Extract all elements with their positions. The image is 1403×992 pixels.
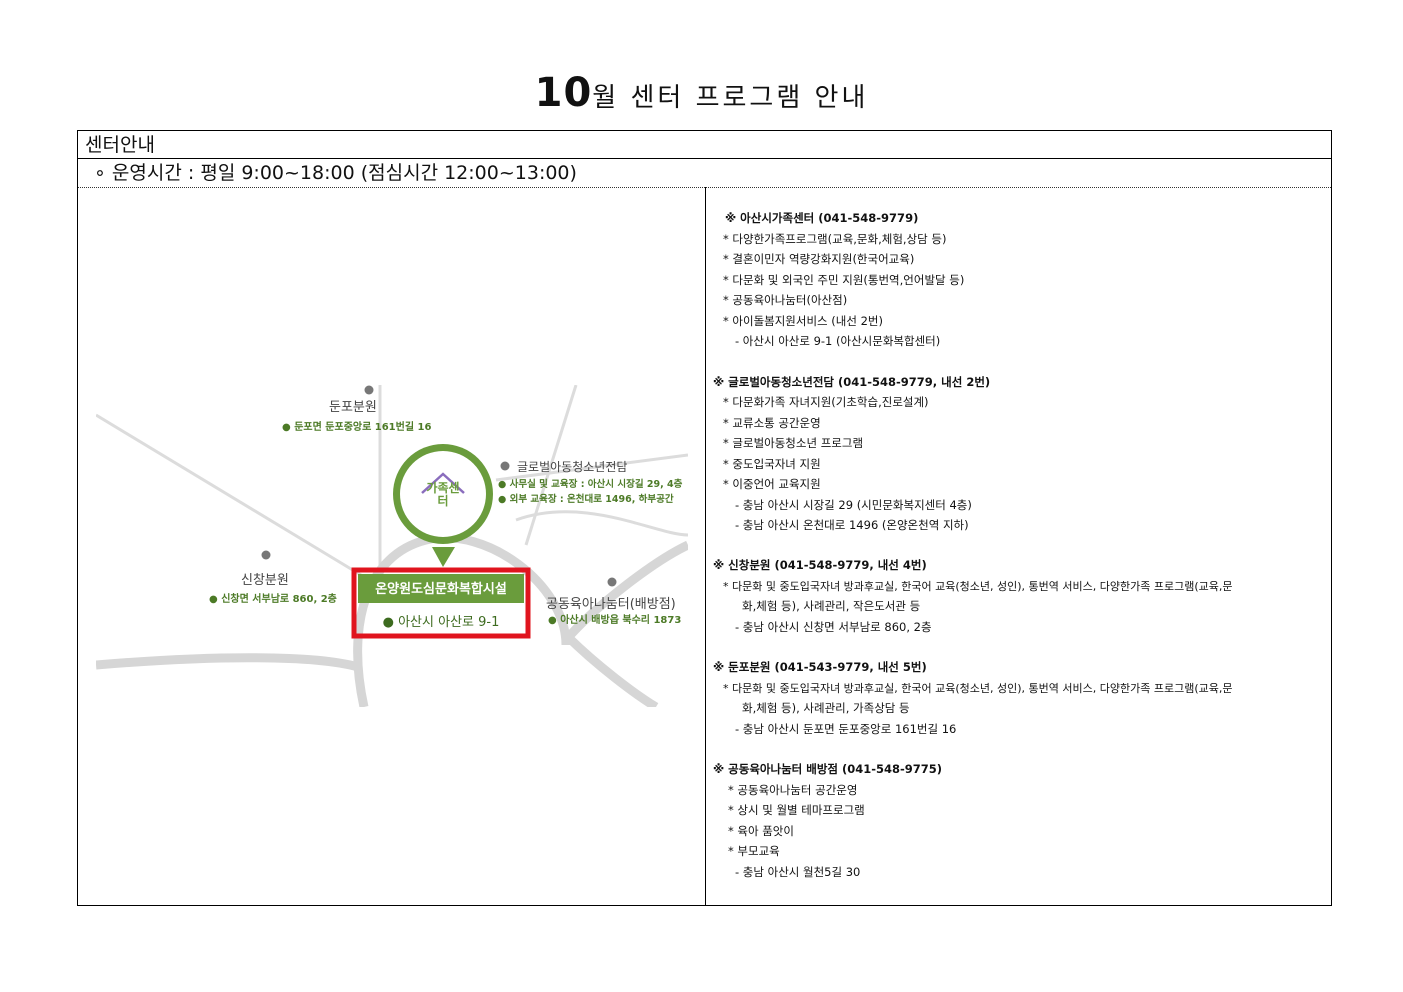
info-item: * 부모교육	[728, 844, 780, 858]
sinchang-name: 신창분원	[241, 573, 289, 588]
info-item: * 육아 품앗이	[728, 824, 794, 838]
page-title: 10월 센터 프로그램 안내	[0, 70, 1403, 116]
global-address-1: ● 사무실 및 교육장 : 아산시 시장길 29, 4층	[498, 479, 683, 490]
info-address: - 충남 아산시 둔포면 둔포중앙로 161번길 16	[735, 722, 957, 736]
info-item: * 결혼이민자 역량강화지원(한국어교육)	[723, 252, 915, 266]
main-location-name: 온양원도심문화복합시설	[375, 582, 507, 597]
info-item: * 다문화 및 외국인 주민 지원(통번역,언어발달 등)	[723, 273, 965, 287]
main-location-banner	[358, 574, 524, 603]
info-item: * 이중언어 교육지원	[723, 477, 821, 491]
info-address: - 충남 아산시 시장길 29 (시민문화복지센터 4층)	[735, 498, 972, 512]
operating-hours: ∘ 운영시간 : 평일 9:00~18:00 (점심시간 12:00~13:00…	[94, 162, 577, 184]
global-dot	[500, 461, 510, 471]
pin-tail	[432, 547, 455, 567]
info-address: - 아산시 아산로 9-1 (아산시문화복합센터)	[735, 334, 941, 348]
info-heading: ※ 신창분원 (041-548-9779, 내선 4번)	[713, 558, 927, 572]
pin-inner	[400, 451, 486, 537]
info-address: - 충남 아산시 월천5길 30	[735, 865, 861, 879]
info-item: * 아이돌봄지원서비스 (내선 2번)	[723, 314, 883, 328]
main-location-address: ● 아산시 아산로 9-1	[382, 615, 500, 630]
dunpo-address: ● 둔포면 둔포중앙로 161번길 16	[282, 422, 432, 433]
info-item: * 다문화 및 중도입국자녀 방과후교실, 한국어 교육(청소년, 성인), 통…	[723, 682, 1233, 695]
baebang-address: ● 아산시 배방읍 북수리 1873	[548, 615, 682, 626]
center-badge: 가족센터	[426, 481, 460, 508]
global-address-2: ● 외부 교육장 : 온천대로 1496, 하부공간	[498, 494, 674, 505]
minor-roads	[96, 385, 688, 577]
info-item: * 다문화가족 자녀지원(기초학습,진로설계)	[723, 395, 929, 409]
info-address: - 충남 아산시 신창면 서부남로 860, 2층	[735, 620, 932, 634]
info-item-cont: 화,체험 등), 사례관리, 가족상담 등	[742, 701, 910, 715]
title-text: 월 센터 프로그램 안내	[592, 83, 869, 113]
info-heading: ※ 공동육아나눔터 배방점 (041-548-9775)	[713, 762, 943, 776]
house-roof-icon	[421, 472, 465, 494]
info-heading: ※ 둔포분원 (041-543-9779, 내선 5번)	[713, 660, 927, 674]
column-divider	[705, 187, 706, 905]
info-item: * 다양한가족프로그램(교육,문화,체험,상담 등)	[723, 232, 947, 246]
baebang-dot	[607, 577, 617, 587]
dunpo-name: 둔포분원	[329, 400, 377, 415]
info-heading: ※ 글로벌아동청소년전담 (041-548-9779, 내선 2번)	[713, 375, 991, 389]
section-heading: 센터안내	[78, 131, 1331, 159]
dunpo-dot	[364, 385, 374, 395]
baebang-name: 공동육아나눔터(배방점)	[546, 597, 676, 612]
divider	[78, 187, 1331, 188]
info-address: - 충남 아산시 온천대로 1496 (온양온천역 지하)	[735, 518, 969, 532]
info-item: * 글로벌아동청소년 프로그램	[723, 436, 864, 450]
info-table: 센터안내 ∘ 운영시간 : 평일 9:00~18:00 (점심시간 12:00~…	[77, 130, 1332, 906]
info-item: * 공동육아나눔터 공간운영	[728, 783, 858, 797]
info-heading: ※ 아산시가족센터 (041-548-9779)	[725, 211, 919, 225]
global-name: 글로벌아동청소년전담	[517, 460, 628, 474]
info-item: * 교류소통 공간운영	[723, 416, 821, 430]
location-map: 가족센터 온양원도심문화복합시설 ● 아산시 아산로 9-1 둔포분원 ● 둔포…	[96, 385, 688, 707]
map-graphic	[96, 385, 688, 707]
info-item: * 중도입국자녀 지원	[723, 457, 821, 471]
title-month: 10	[534, 70, 593, 116]
main-location-highlight	[351, 567, 531, 639]
sinchang-dot	[261, 550, 271, 560]
info-item-cont: 화,체험 등), 사례관리, 작은도서관 등	[742, 599, 921, 613]
info-item: * 상시 및 월별 테마프로그램	[728, 803, 865, 817]
info-item: * 다문화 및 중도입국자녀 방과후교실, 한국어 교육(청소년, 성인), 통…	[723, 580, 1233, 593]
info-item: * 공동육아나눔터(아산점)	[723, 293, 848, 307]
sinchang-address: ● 신창면 서부남로 860, 2층	[209, 594, 337, 605]
